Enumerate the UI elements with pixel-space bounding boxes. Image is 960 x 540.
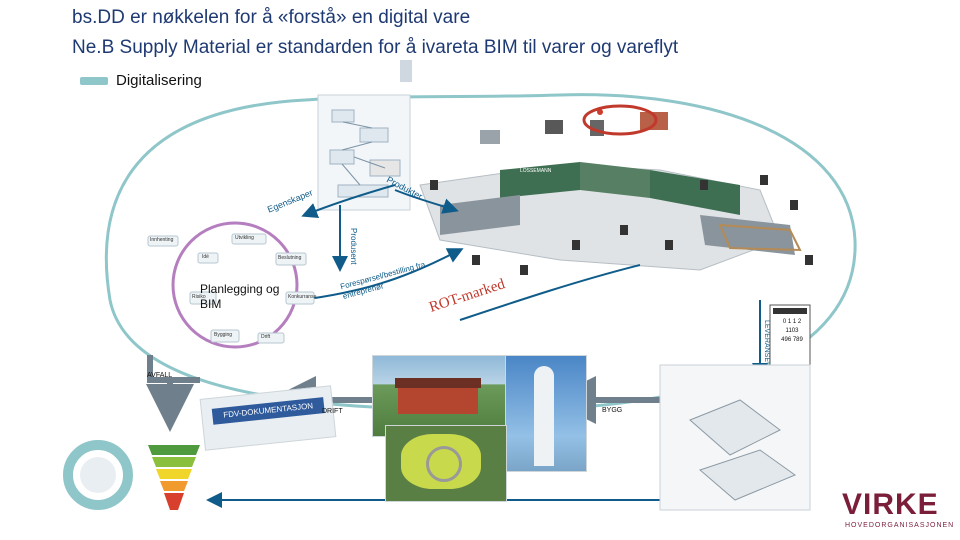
warehouse-sign: LOSSEMANN [520,168,551,174]
label-drift: DRIFT [322,408,343,415]
label-leveranse: LEVERANSE [763,320,770,362]
cycle-node-1: Innhenting [150,237,173,243]
label-avfall: AVFALL [147,372,172,379]
label-tag-value-1: 0 1 1 2 [775,318,809,327]
cycle-node-8: Drift [261,334,270,340]
label-produsent: Produsent [349,228,358,264]
virke-logo: VIRKE [842,488,939,522]
waste-hierarchy-pyramid [148,445,200,510]
procurement-illustration [575,92,665,147]
label-tag-value-2: 1103 [775,327,809,336]
cycle-node-5: Risiko [192,294,206,300]
building-plan-illustration [660,365,810,510]
cycle-node-7: Bygging [214,332,232,338]
cycle-center-label: Planlegging og BIM [200,282,300,312]
label-bygg: BYGG [602,407,622,414]
circular-economy-icon [68,445,128,505]
tower-photo [505,355,587,472]
virke-tagline: HOVEDORGANISASJONEN [845,522,954,529]
fdv-title: FDV-DOKUMENTASJON [212,397,325,425]
label-tag-value-3: 496 789 [775,336,809,345]
cycle-node-2: Utvikling [235,235,254,241]
site-plan-photo [385,425,507,502]
cycle-node-3: Idé [202,254,209,260]
cycle-node-6: Konkurranse [288,294,316,300]
cycle-node-4: Beslutning [278,255,301,261]
label-tag-values: 0 1 1 2 1103 496 789 [775,318,809,345]
